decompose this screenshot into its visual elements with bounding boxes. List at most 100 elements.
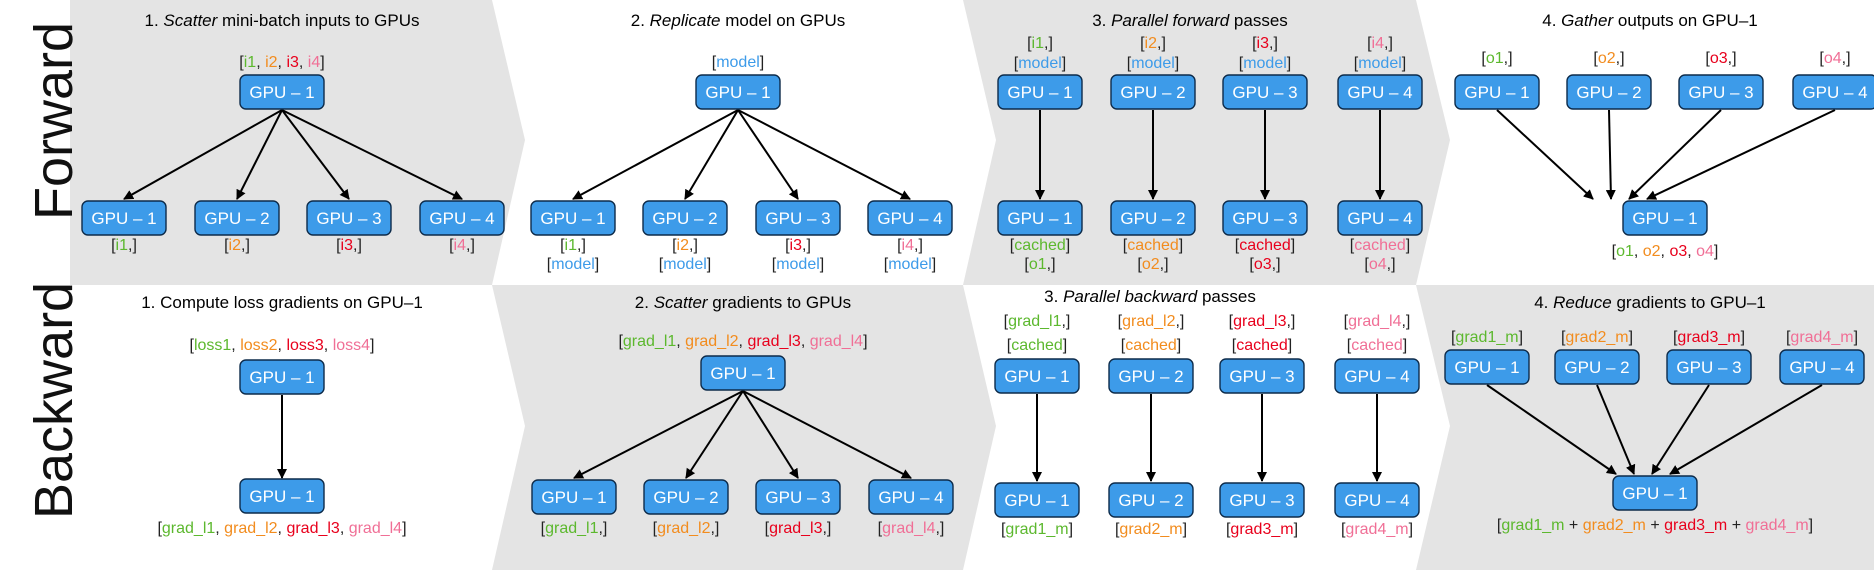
forward-step1-input-list: [i1, i2, i3, i4] [239,54,324,71]
forward-step3-top-gpu-1: GPU – 1 [997,74,1083,110]
forward-step1-arrow-4 [281,109,463,200]
backward-step3-top-gpu-3: GPU – 3 [1219,358,1305,394]
backward-step4-gpu-3: GPU – 3 [1666,349,1752,385]
backward-step4-gpu-2: GPU – 2 [1554,349,1640,385]
backward-step3-cached-4: [cached] [1347,337,1408,354]
svg-text:GPU – 1: GPU – 1 [540,209,605,228]
svg-text:GPU – 1: GPU – 1 [1622,484,1687,503]
backward-step4-arrow-2 [1596,384,1636,475]
backward-step2-grad-4: [grad_l4,] [878,520,945,537]
forward-step2-model-2: [model] [659,256,711,273]
svg-text:GPU – 4: GPU – 4 [1344,491,1409,510]
svg-text:GPU – 1: GPU – 1 [705,83,770,102]
forward-step2-input-4: [i4,] [897,237,923,254]
forward-step2-gpu-4: GPU – 4 [867,200,953,236]
backward-step1-top-gpu: GPU – 1 [239,359,325,395]
backward-step3-bottom-gpu-2: GPU – 2 [1108,482,1194,518]
forward-step3-bottom-gpu-1: GPU – 1 [997,200,1083,236]
svg-text:GPU – 3: GPU – 3 [1229,367,1294,386]
backward-step2-gpu-3: GPU – 3 [755,479,841,515]
backward-step4-gpu-4: GPU – 4 [1779,349,1865,385]
forward-step3-output-1: [o1,] [1024,256,1055,273]
backward-step4-arrow-1 [1486,384,1617,475]
forward-step3-model-3: [model] [1239,55,1291,72]
backward-step3-bottom-gpu-3: GPU – 3 [1219,482,1305,518]
backward-step2-arrow-2 [685,390,744,479]
forward-step4-gpu-3: GPU – 3 [1678,74,1764,110]
forward-step3-cached-4: [cached] [1350,237,1411,254]
forward-step1-gpu-3: GPU – 3 [306,200,392,236]
svg-text:GPU – 4: GPU – 4 [429,209,494,228]
forward-step2-arrow-2 [684,109,739,200]
forward-step1-gpu-4: GPU – 4 [419,200,505,236]
forward-step1-input-4: [i4,] [449,237,475,254]
backward-step2-grad-3: [grad_l3,] [765,520,832,537]
backward-step2-gpu-4: GPU – 4 [868,479,954,515]
svg-text:GPU – 3: GPU – 3 [316,209,381,228]
forward-step3-model-1: [model] [1014,55,1066,72]
forward-step3-band [963,0,1450,285]
svg-text:GPU – 3: GPU – 3 [1688,83,1753,102]
svg-text:GPU – 2: GPU – 2 [1120,83,1185,102]
forward-step1-input-2: [i2,] [224,237,250,254]
backward-step4-band [1416,285,1874,570]
svg-text:GPU – 1: GPU – 1 [1632,209,1697,228]
backward-step1-bottom-gpu: GPU – 1 [239,478,325,514]
forward-step1-band [70,0,525,285]
svg-text:GPU – 4: GPU – 4 [1347,83,1412,102]
backward-step1-grad-list: [grad_l1, grad_l2, grad_l3, grad_l4] [157,520,406,537]
backward-step3-grad-2: [grad_l2,] [1118,313,1185,330]
forward-step3-input-2: [i2,] [1140,35,1166,52]
forward-step3-input-3: [i3,] [1252,35,1278,52]
backward-step3-cached-2: [cached] [1121,337,1182,354]
svg-text:GPU – 4: GPU – 4 [877,209,942,228]
svg-text:GPU – 4: GPU – 4 [878,488,943,507]
svg-text:GPU – 1: GPU – 1 [249,487,314,506]
forward-step3-output-4: [o4,] [1364,256,1395,273]
svg-text:GPU – 4: GPU – 4 [1347,209,1412,228]
svg-text:GPU – 3: GPU – 3 [765,209,830,228]
forward-step1-gpu-1: GPU – 1 [81,200,167,236]
svg-text:GPU – 2: GPU – 2 [652,209,717,228]
forward-step3-model-2: [model] [1127,55,1179,72]
forward-step3-model-4: [model] [1354,55,1406,72]
backward-step2-gpu-2: GPU – 2 [643,479,729,515]
forward-step2-gpu-1: GPU – 1 [695,74,781,110]
forward-step2-title: 2. Replicate model on GPUs [631,11,846,30]
forward-step4-title: 4. Gather outputs on GPU–1 [1542,11,1757,30]
forward-step1-gpu-2: GPU – 2 [194,200,280,236]
backward-step2-grad-1: [grad_l1,] [541,520,608,537]
forward-step1-gpu-1: GPU – 1 [239,74,325,110]
forward-step3-cached-2: [cached] [1123,237,1184,254]
svg-text:GPU – 3: GPU – 3 [1232,209,1297,228]
svg-text:GPU – 1: GPU – 1 [710,364,775,383]
backward-step4-grad-4: [grad4_m] [1786,329,1858,346]
forward-step2-model-1: [model] [547,256,599,273]
svg-text:GPU – 2: GPU – 2 [1576,83,1641,102]
backward-step3-bottom-gpu-4: GPU – 4 [1334,482,1420,518]
backward-step3-result-4: [grad4_m] [1341,521,1413,538]
forward-step4-gpu-2: GPU – 2 [1566,74,1652,110]
forward-step2-gpu-1: GPU – 1 [530,200,616,236]
forward-step2-arrow-4 [737,109,911,200]
forward-step2-input-1: [i1,] [560,237,586,254]
forward-step1-arrow-1 [123,109,283,200]
forward-step2-model-label: [model] [712,54,764,71]
backward-step4-arrow-4 [1669,384,1823,475]
svg-text:GPU – 3: GPU – 3 [1229,491,1294,510]
forward-step3-input-1: [i1,] [1027,35,1053,52]
forward-step2-gpu-2: GPU – 2 [642,200,728,236]
svg-text:GPU – 3: GPU – 3 [1676,358,1741,377]
svg-text:GPU – 2: GPU – 2 [1118,367,1183,386]
backward-step4-title: 4. Reduce gradients to GPU–1 [1534,293,1766,312]
backward-step2-grad-list: [grad_l1, grad_l2, grad_l3, grad_l4] [618,333,867,350]
backward-step4-arrow-3 [1651,384,1710,475]
svg-text:GPU – 1: GPU – 1 [91,209,156,228]
backward-step4-grad-1: [grad1_m] [1451,329,1523,346]
forward-step4-gpu-1: GPU – 1 [1454,74,1540,110]
backward-step3-top-gpu-4: GPU – 4 [1334,358,1420,394]
backward-step3-top-gpu-2: GPU – 2 [1108,358,1194,394]
svg-text:GPU – 2: GPU – 2 [653,488,718,507]
svg-text:GPU – 1: GPU – 1 [1004,491,1069,510]
